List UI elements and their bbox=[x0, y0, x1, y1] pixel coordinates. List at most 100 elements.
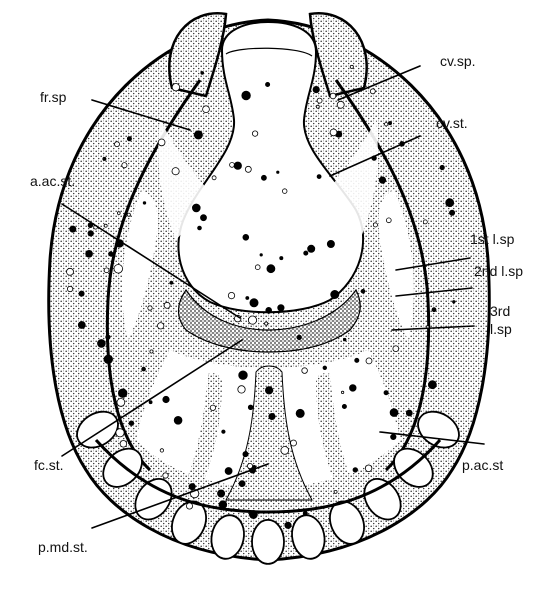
pore bbox=[127, 137, 131, 141]
pore bbox=[366, 358, 372, 364]
pore bbox=[297, 335, 302, 340]
pore bbox=[331, 290, 339, 298]
pore bbox=[104, 268, 109, 273]
pore bbox=[386, 218, 391, 223]
label-2nd-l-sp: 2nd l.sp bbox=[474, 263, 523, 279]
pore bbox=[373, 223, 377, 227]
pore bbox=[245, 166, 251, 172]
pore bbox=[160, 449, 163, 452]
pore bbox=[280, 257, 283, 260]
pore bbox=[267, 265, 275, 273]
pore bbox=[393, 346, 399, 352]
pore bbox=[252, 131, 257, 136]
pore bbox=[341, 391, 343, 393]
pore bbox=[317, 175, 321, 179]
pore bbox=[428, 381, 436, 389]
pore bbox=[327, 240, 334, 247]
pore bbox=[391, 434, 396, 439]
pore bbox=[243, 452, 248, 457]
pore bbox=[225, 468, 232, 475]
pore bbox=[343, 338, 346, 341]
pore bbox=[142, 367, 146, 371]
pore bbox=[308, 245, 315, 252]
pore bbox=[239, 371, 248, 380]
pore bbox=[117, 399, 125, 407]
pore bbox=[342, 404, 346, 408]
pore bbox=[390, 409, 398, 417]
pore bbox=[350, 65, 353, 68]
pore bbox=[330, 93, 336, 99]
pore bbox=[265, 387, 272, 394]
pore bbox=[98, 340, 106, 348]
pore bbox=[158, 139, 165, 146]
pore bbox=[450, 210, 455, 215]
pore bbox=[269, 413, 275, 419]
pore bbox=[239, 481, 245, 487]
pore bbox=[78, 322, 85, 329]
pore bbox=[384, 391, 388, 395]
pore bbox=[150, 350, 153, 353]
pore bbox=[446, 199, 454, 207]
pore bbox=[163, 473, 168, 478]
label-cv-st: cv.st. bbox=[436, 115, 468, 131]
pore bbox=[201, 72, 204, 75]
pore bbox=[230, 163, 235, 168]
pore bbox=[117, 212, 120, 215]
pore bbox=[248, 316, 256, 324]
label-fr-sp: fr.sp bbox=[40, 89, 67, 105]
pore bbox=[285, 522, 291, 528]
pore bbox=[118, 389, 127, 398]
pore bbox=[79, 291, 84, 296]
pore bbox=[353, 468, 358, 473]
pore bbox=[219, 501, 227, 509]
pore bbox=[248, 405, 253, 410]
pore bbox=[355, 358, 359, 362]
pore bbox=[260, 254, 262, 256]
pore bbox=[313, 86, 319, 92]
marginal-lobe bbox=[252, 520, 284, 564]
label-1st-l-sp: 1st l.sp bbox=[470, 231, 515, 247]
pore bbox=[149, 401, 152, 404]
pore bbox=[265, 322, 268, 325]
pore bbox=[277, 171, 279, 173]
pore bbox=[228, 292, 234, 298]
pore bbox=[243, 234, 249, 240]
pore bbox=[120, 441, 127, 448]
pore bbox=[303, 511, 307, 515]
pore bbox=[170, 281, 173, 284]
pore bbox=[106, 335, 110, 339]
label-cv-sp: cv.sp. bbox=[440, 53, 476, 69]
pore bbox=[70, 226, 76, 232]
pore bbox=[164, 302, 170, 308]
pore bbox=[261, 175, 266, 180]
pore bbox=[104, 224, 107, 227]
pore bbox=[266, 307, 272, 313]
pore bbox=[67, 268, 74, 275]
pore bbox=[334, 490, 337, 493]
pore bbox=[104, 355, 113, 364]
pore bbox=[249, 511, 257, 519]
pore bbox=[317, 98, 322, 103]
pore bbox=[67, 286, 72, 291]
pore bbox=[250, 299, 258, 307]
pore bbox=[406, 410, 412, 416]
label-p-ac-st: p.ac.st bbox=[462, 457, 503, 473]
pore bbox=[281, 447, 289, 455]
pore bbox=[122, 163, 127, 168]
pore bbox=[423, 220, 427, 224]
label-3rd-l-sp: l.sp bbox=[490, 321, 512, 337]
pore bbox=[189, 484, 195, 490]
pore bbox=[86, 250, 93, 257]
pore bbox=[115, 142, 120, 147]
pore bbox=[172, 84, 179, 91]
pore bbox=[148, 306, 152, 310]
pore bbox=[218, 490, 225, 497]
label-3rd: 3rd bbox=[490, 303, 510, 319]
label-p-md-st: p.md.st. bbox=[38, 539, 88, 555]
pore bbox=[192, 204, 200, 212]
pore bbox=[246, 297, 249, 300]
pore bbox=[198, 226, 202, 230]
pore bbox=[234, 162, 241, 169]
